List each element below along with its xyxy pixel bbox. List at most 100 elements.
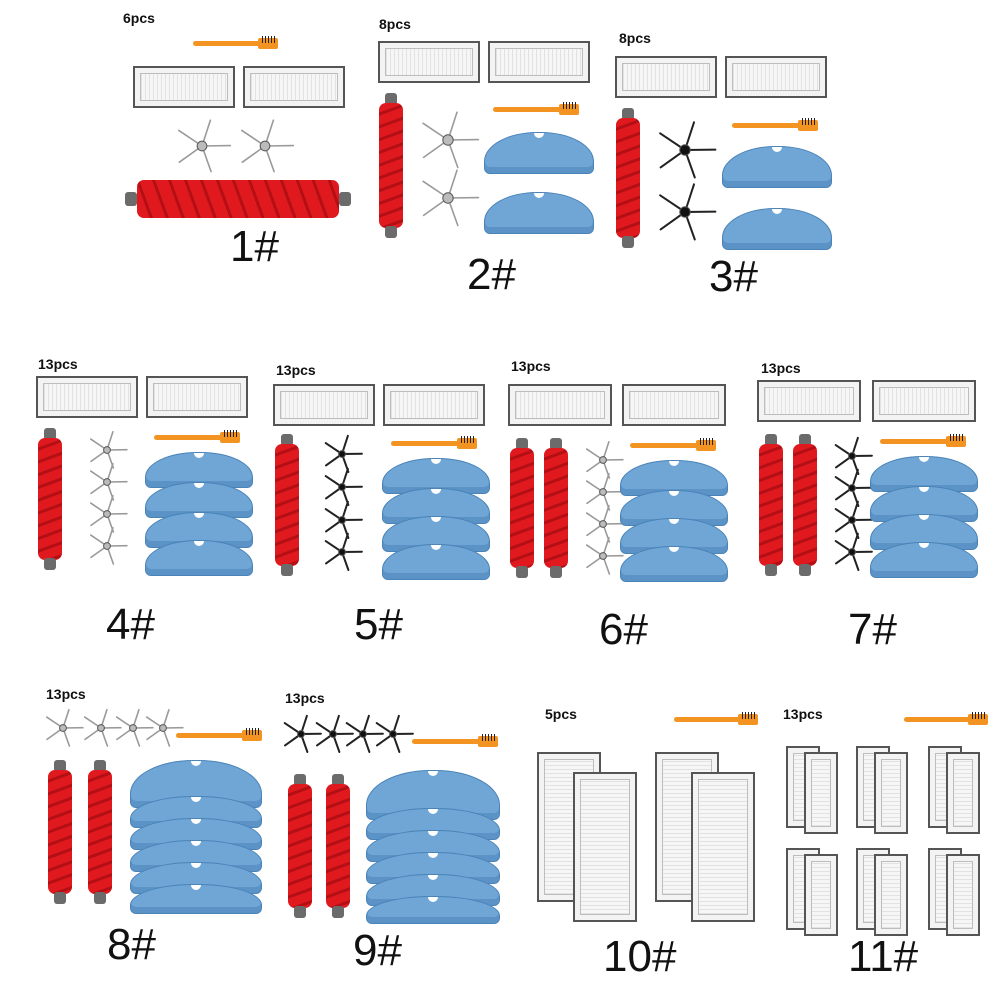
main-roller-brush [286, 774, 314, 918]
cleaning-tool [193, 36, 278, 49]
main-roller-brush [614, 108, 642, 248]
kit-number: 10# [603, 932, 677, 981]
mop-pad [145, 540, 253, 576]
side-brush-gray [585, 536, 624, 575]
mop-pad [870, 542, 978, 578]
kit-count: 8pcs [379, 16, 411, 32]
side-brush-black [659, 121, 717, 179]
main-roller-brush [542, 438, 570, 578]
main-roller-brush [757, 434, 785, 576]
kit-count: 5pcs [545, 706, 577, 722]
kit-number: 8# [107, 920, 156, 969]
side-brush-gray [585, 472, 624, 511]
kit-number: 11# [848, 932, 919, 981]
hepa-filter [133, 66, 235, 108]
hepa-filter [378, 41, 480, 83]
hepa-filter [508, 384, 612, 426]
kit-number: 7# [848, 605, 897, 654]
hepa-filter [573, 772, 637, 922]
side-brush-black [324, 434, 363, 473]
kit-number: 6# [599, 605, 648, 654]
hepa-filter [872, 380, 976, 422]
cleaning-tool [630, 438, 716, 451]
mop-pad [620, 546, 728, 582]
main-roller-brush [273, 434, 301, 576]
side-brush-gray [422, 169, 480, 227]
kit-count: 13pcs [761, 360, 801, 376]
kit-number: 2# [467, 250, 516, 299]
hepa-filter [691, 772, 755, 922]
kit-number: 4# [106, 600, 155, 649]
hepa-filter [488, 41, 590, 83]
hepa-filter [725, 56, 827, 98]
side-brush-gray [422, 111, 480, 169]
main-roller-brush [86, 760, 114, 904]
hepa-filter [383, 384, 485, 426]
cleaning-tool [904, 712, 988, 725]
kit-count: 13pcs [46, 686, 86, 702]
side-brush-gray [89, 526, 128, 565]
main-roller-brush [125, 178, 351, 220]
hepa-filter [146, 376, 248, 418]
side-brush-black [375, 714, 414, 753]
side-brush-gray [145, 708, 184, 747]
mop-pad [366, 896, 500, 924]
main-roller-brush [324, 774, 352, 918]
side-brush-gray [178, 119, 232, 173]
mop-pad [484, 192, 594, 234]
mop-pad [722, 208, 832, 250]
cleaning-tool [412, 734, 498, 747]
kit-count: 13pcs [285, 690, 325, 706]
main-roller-brush [46, 760, 74, 904]
side-brush-black [315, 714, 354, 753]
hepa-filter [946, 752, 980, 834]
cleaning-tool [880, 434, 966, 447]
hepa-filter [243, 66, 345, 108]
kit-number: 3# [709, 252, 758, 301]
mop-pad [722, 146, 832, 188]
hepa-filter [615, 56, 717, 98]
kit-count: 13pcs [276, 362, 316, 378]
cleaning-tool [674, 712, 758, 725]
cleaning-tool [391, 436, 477, 449]
side-brush-gray [45, 708, 84, 747]
side-brush-gray [241, 119, 295, 173]
main-roller-brush [377, 93, 405, 238]
kit-count: 13pcs [38, 356, 78, 372]
side-brush-black [324, 467, 363, 506]
hepa-filter [622, 384, 726, 426]
main-roller-brush [508, 438, 536, 578]
side-brush-black [345, 714, 384, 753]
hepa-filter [273, 384, 375, 426]
side-brush-black [659, 183, 717, 241]
side-brush-black [283, 714, 322, 753]
hepa-filter [757, 380, 861, 422]
kit-count: 13pcs [783, 706, 823, 722]
hepa-filter [874, 854, 908, 936]
side-brush-black [834, 532, 873, 571]
side-brush-gray [89, 430, 128, 469]
mop-pad [484, 132, 594, 174]
cleaning-tool [732, 118, 818, 131]
cleaning-tool [176, 728, 262, 741]
kit-count: 6pcs [123, 10, 155, 26]
kit-number: 1# [230, 222, 279, 271]
kit-number: 5# [354, 600, 403, 649]
kit-number: 9# [353, 926, 402, 975]
main-roller-brush [791, 434, 819, 576]
kit-count: 8pcs [619, 30, 651, 46]
hepa-filter [36, 376, 138, 418]
side-brush-black [324, 500, 363, 539]
hepa-filter [946, 854, 980, 936]
cleaning-tool [493, 102, 579, 115]
side-brush-gray [115, 708, 154, 747]
hepa-filter [804, 752, 838, 834]
kit-count: 13pcs [511, 358, 551, 374]
mop-pad [130, 884, 262, 914]
side-brush-gray [83, 708, 122, 747]
hepa-filter [874, 752, 908, 834]
side-brush-black [324, 532, 363, 571]
cleaning-tool [154, 430, 240, 443]
hepa-filter [804, 854, 838, 936]
main-roller-brush [36, 428, 64, 570]
